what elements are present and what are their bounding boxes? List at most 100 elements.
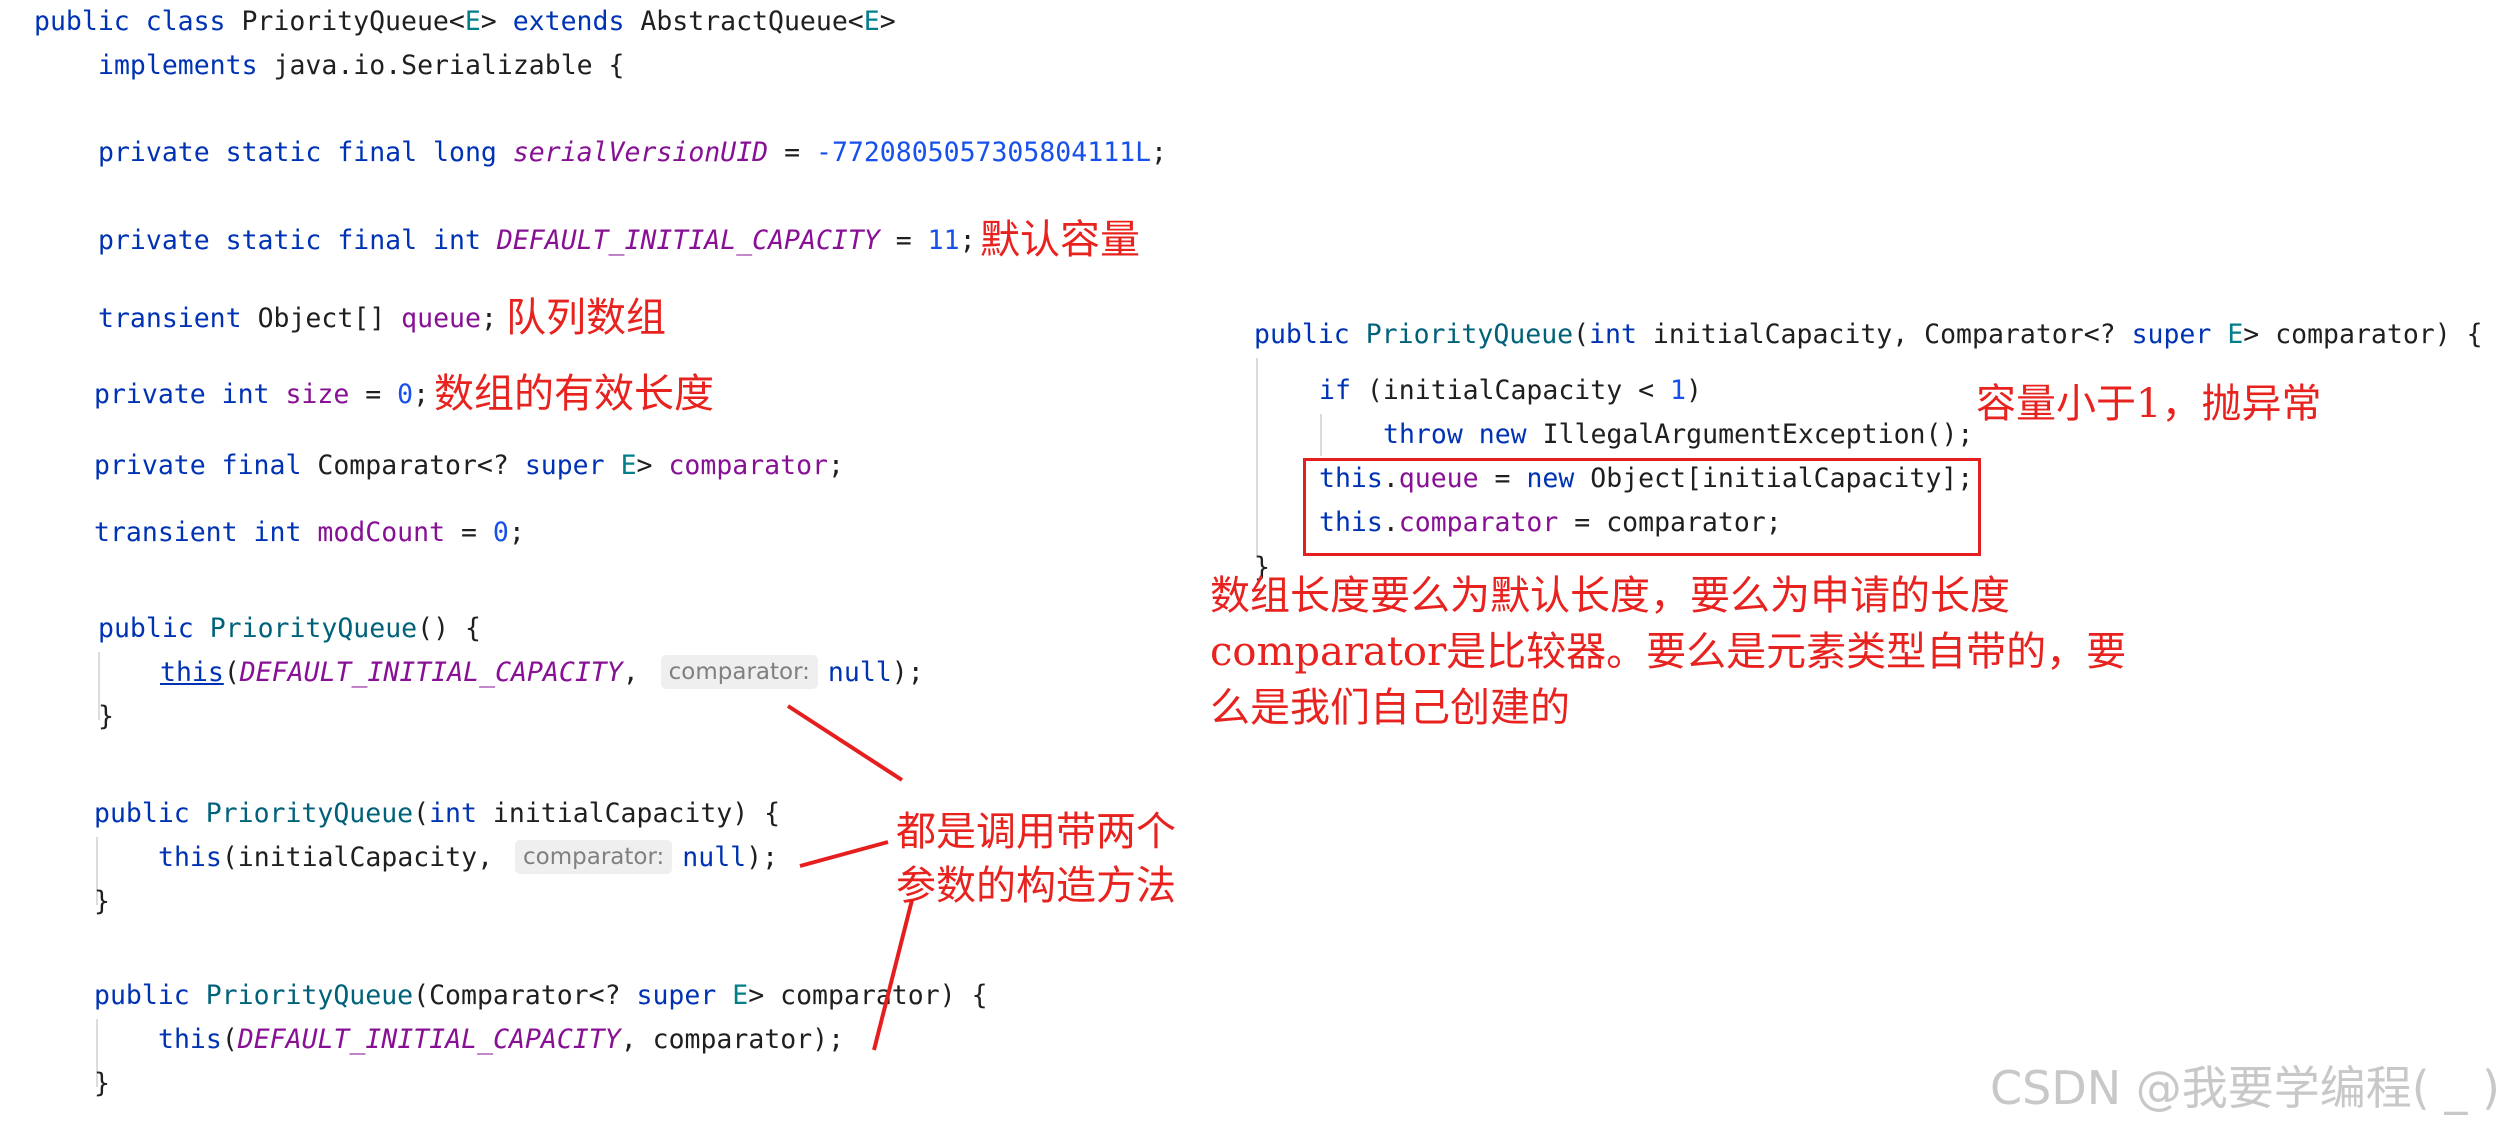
code-text: ( bbox=[223, 657, 240, 688]
code-text: java.io.Serializable { bbox=[273, 50, 625, 81]
code-line-assign-queue: this.queue = new Object[initialCapacity]… bbox=[1319, 459, 1973, 499]
code-text: ; bbox=[959, 225, 976, 256]
code-text: > bbox=[879, 6, 896, 37]
code-text: } bbox=[94, 886, 110, 917]
type-param: E bbox=[2227, 319, 2244, 350]
constant-name: serialVersionUID bbox=[512, 137, 769, 168]
code-text: = bbox=[445, 517, 493, 548]
code-text: = comparator; bbox=[1558, 507, 1782, 538]
keyword: this bbox=[1319, 463, 1383, 494]
keyword: int bbox=[429, 798, 477, 829]
field-name: queue bbox=[1398, 463, 1479, 494]
keyword: this bbox=[158, 842, 222, 873]
code-text: ( bbox=[413, 798, 430, 829]
code-line-throw: throw new IllegalArgumentException(); bbox=[1383, 415, 1973, 455]
keyword: int bbox=[1589, 319, 1637, 350]
field-name: queue bbox=[401, 303, 481, 334]
keyword: if bbox=[1319, 375, 1351, 406]
keyword: private static final int bbox=[98, 225, 481, 256]
code-line-default-capacity: private static final int DEFAULT_INITIAL… bbox=[98, 221, 976, 261]
code-line-ctor-default-body: this(DEFAULT_INITIAL_CAPACITY, comparato… bbox=[160, 653, 924, 693]
code-line-modcount-field: transient int modCount = 0; bbox=[94, 513, 525, 553]
field-name: modCount bbox=[317, 517, 446, 548]
code-text: > comparator) { bbox=[2243, 319, 2483, 350]
code-line-closing-brace: } bbox=[94, 1064, 110, 1104]
code-text: initialCapacity) { bbox=[476, 798, 781, 829]
field-name: comparator bbox=[1398, 507, 1559, 538]
code-text: ; bbox=[480, 303, 497, 334]
type-param: E bbox=[863, 6, 880, 37]
code-text: ( bbox=[221, 1024, 238, 1055]
field-name: comparator bbox=[668, 450, 828, 481]
keyword: public bbox=[94, 980, 190, 1011]
code-text: , bbox=[622, 657, 639, 688]
number-literal: 11 bbox=[927, 225, 960, 256]
type-param: E bbox=[620, 450, 637, 481]
code-text: = bbox=[768, 137, 816, 168]
code-line-assign-comparator: this.comparator = comparator; bbox=[1319, 503, 1782, 543]
indent-guide bbox=[1256, 358, 1258, 558]
parameter-hint: comparator: bbox=[660, 655, 818, 689]
code-line-closing-brace: } bbox=[94, 882, 110, 922]
code-text: . bbox=[1382, 507, 1399, 538]
pointer-line bbox=[786, 704, 904, 782]
code-text: ; bbox=[1151, 137, 1167, 168]
code-line-closing-brace: } bbox=[98, 697, 114, 737]
code-line-comparator-field: private final Comparator<? super E> comp… bbox=[94, 446, 844, 486]
type-name: Comparator<? bbox=[317, 450, 525, 481]
method-name: PriorityQueue bbox=[209, 613, 418, 644]
keyword: public bbox=[98, 613, 194, 644]
code-text: ); bbox=[746, 842, 779, 873]
method-name: PriorityQueue bbox=[205, 798, 414, 829]
keyword: implements bbox=[98, 50, 258, 81]
code-text: = bbox=[879, 225, 928, 256]
code-text: = bbox=[349, 379, 398, 410]
keyword: transient int bbox=[94, 517, 302, 548]
keyword: private final bbox=[94, 450, 302, 481]
code-line-size-field: private int size = 0; bbox=[94, 375, 429, 415]
code-text: } bbox=[98, 701, 114, 732]
keyword: this bbox=[1319, 507, 1383, 538]
code-text: initialCapacity, Comparator<? bbox=[1636, 319, 2132, 350]
code-line-implements: implements java.io.Serializable { bbox=[98, 46, 625, 86]
code-text: ) bbox=[1685, 375, 1702, 406]
code-text: > bbox=[480, 6, 513, 37]
code-line-serial-version: private static final long serialVersionU… bbox=[98, 133, 1167, 173]
annotation-two-param-line: 参数的构造方法 bbox=[896, 863, 1176, 909]
keyword: super bbox=[636, 980, 717, 1011]
code-line-if-check: if (initialCapacity < 1) bbox=[1319, 371, 1702, 411]
type-param: E bbox=[464, 6, 481, 37]
annotation-less-than-one: 容量小于1，抛异常 bbox=[1976, 381, 2322, 427]
code-text: > comparator) { bbox=[748, 980, 988, 1011]
indent-guide bbox=[98, 652, 100, 720]
code-text: } bbox=[1254, 552, 1270, 583]
keyword: private int bbox=[94, 379, 270, 410]
keyword: transient bbox=[98, 303, 242, 334]
keyword: extends bbox=[512, 6, 625, 37]
keyword: throw bbox=[1383, 419, 1463, 450]
super-class-name: AbstractQueue< bbox=[640, 6, 864, 37]
keyword: new bbox=[1526, 463, 1575, 494]
code-text: IllegalArgumentException(); bbox=[1526, 419, 1974, 450]
annotation-array-note-line: 数组长度要么为默认长度，要么为申请的长度 bbox=[1210, 573, 2010, 619]
method-name: PriorityQueue bbox=[205, 980, 414, 1011]
keyword: super bbox=[524, 450, 605, 481]
code-text: (initialCapacity, bbox=[221, 842, 494, 873]
code-text: = bbox=[1478, 463, 1527, 494]
code-text: } bbox=[94, 1068, 110, 1099]
code-line-ctor-full-decl: public PriorityQueue(int initialCapacity… bbox=[1254, 315, 2483, 355]
code-text: ( bbox=[1573, 319, 1590, 350]
annotation-two-param-line: 都是调用带两个 bbox=[896, 809, 1176, 855]
keyword: public bbox=[1254, 319, 1350, 350]
keyword: public bbox=[34, 6, 130, 37]
field-name: size bbox=[285, 379, 350, 410]
keyword: null bbox=[827, 657, 892, 688]
number-literal: -7720805057305804111L bbox=[815, 137, 1152, 168]
code-text: ; bbox=[508, 517, 525, 548]
indent-guide bbox=[1320, 414, 1322, 456]
indent-guide bbox=[96, 837, 98, 905]
number-literal: 0 bbox=[397, 379, 414, 410]
pointer-line bbox=[872, 899, 914, 1051]
code-text: . bbox=[1382, 463, 1399, 494]
code-line-ctor-capacity-body: this(initialCapacity, comparator:null); bbox=[158, 838, 778, 878]
